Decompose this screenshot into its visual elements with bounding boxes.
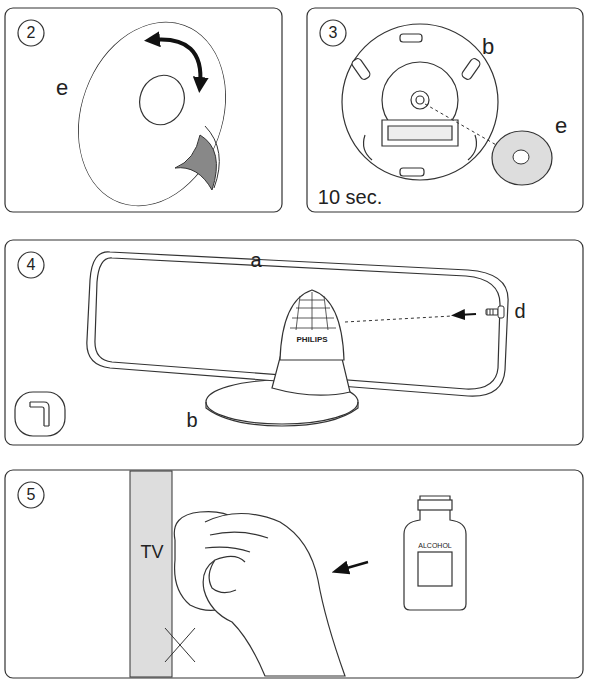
panel [307,8,583,212]
step-number-text: 4 [27,257,36,273]
hand-with-cloth [174,512,345,676]
circle-outline [320,20,346,46]
tv-edge [130,471,172,677]
alcohol-bottle [404,496,466,610]
panel [5,470,583,678]
step-number: 4 [17,251,45,279]
circle-outline [18,482,44,508]
adhesive-pad [54,0,260,230]
step-number: 3 [319,19,347,47]
part-label: d [514,301,525,321]
screw [486,306,504,318]
panel [5,240,583,445]
allen-key-icon [15,392,65,436]
step-number: 5 [17,481,45,509]
part-label: b [186,410,197,430]
adhesive-pad [492,131,552,185]
step-number-text: 3 [329,25,338,41]
part-label: a [250,250,261,270]
part-label: e [56,77,68,99]
step-number-text: 5 [27,487,36,503]
circle-outline [18,252,44,278]
soundbar [87,252,508,426]
step-number: 2 [17,19,45,47]
part-label: e [555,115,567,137]
part-label: PHILIPS [294,335,329,345]
part-label: b [482,36,494,58]
circle-outline [18,20,44,46]
part-label: 10 sec. [318,187,382,207]
part-label: TV [140,543,163,561]
step-number-text: 2 [27,25,36,41]
base-plate [342,24,498,180]
part-label: ALCOHOL [418,542,451,549]
